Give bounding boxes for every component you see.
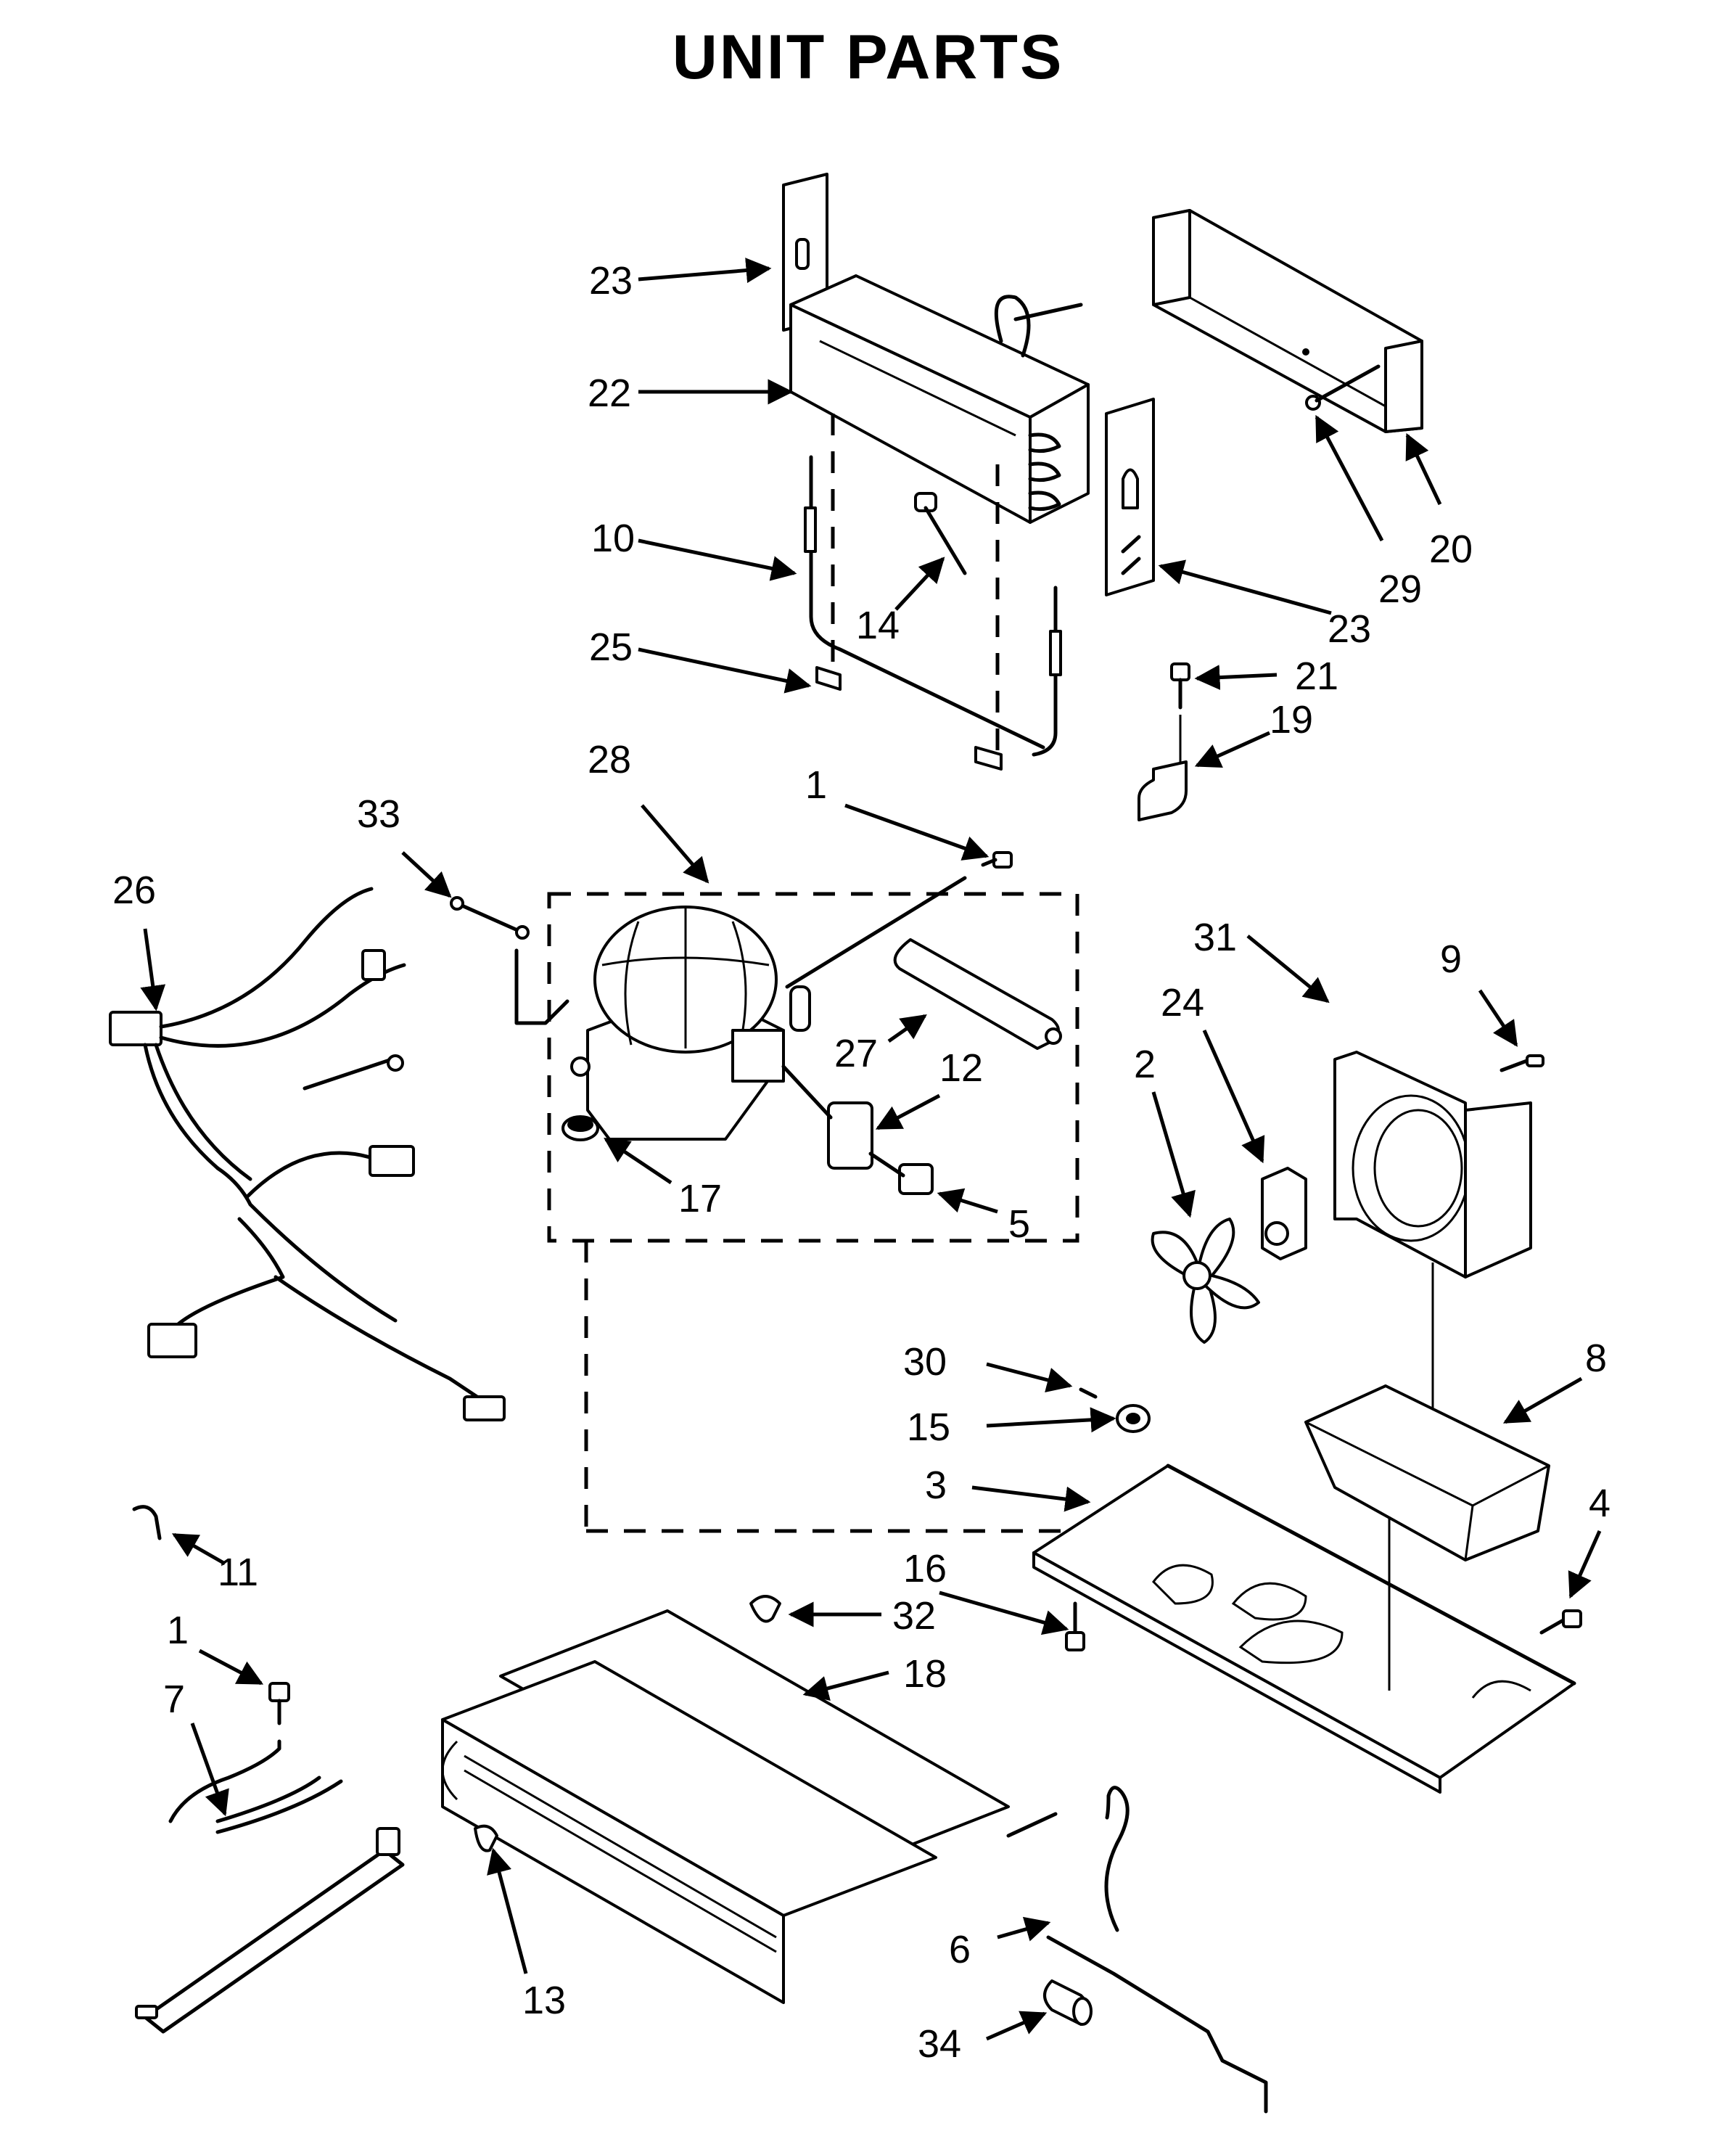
screw-part-29 [1305, 364, 1381, 411]
callout-18: 18 [903, 1652, 947, 1696]
callout-32: 32 [892, 1594, 936, 1638]
callout-8: 8 [1585, 1337, 1607, 1380]
callout-9: 9 [1440, 937, 1462, 981]
wire-harness-part [109, 887, 506, 1421]
callout-6: 6 [949, 1928, 971, 1971]
wire-harness-part-7 [135, 1739, 405, 2034]
callout-3: 3 [925, 1464, 947, 1507]
callout-28: 28 [588, 738, 631, 781]
callout-4: 4 [1589, 1482, 1610, 1525]
bracket-part-19 [1138, 760, 1188, 821]
condenser-part [441, 1609, 1010, 2004]
drier-part-34 [1043, 1979, 1093, 2026]
callout-34: 34 [918, 2022, 961, 2066]
callout-33: 33 [357, 792, 400, 836]
callout-11: 11 [218, 1551, 258, 1594]
callout-16: 16 [903, 1547, 947, 1590]
ground-strap-part [450, 896, 569, 1025]
screw-part-21 [1170, 662, 1190, 710]
callout-22: 22 [588, 371, 631, 415]
evaporator-part [782, 173, 1090, 524]
fan-blade-part [1151, 1218, 1260, 1344]
overload-part [868, 1152, 934, 1195]
base-plate-part [1032, 1464, 1576, 1794]
drier-part [893, 938, 1062, 1050]
callout-26: 26 [112, 869, 156, 912]
callout-30: 30 [903, 1340, 947, 1384]
callout-29: 29 [1378, 567, 1422, 611]
compressor-grommet-part [561, 1115, 599, 1141]
screw-part-16 [1065, 1601, 1085, 1651]
screw-part-4 [1539, 1609, 1582, 1635]
clip-part-32 [749, 1595, 781, 1623]
screw-part-1a [981, 851, 1013, 869]
callout-15: 15 [907, 1405, 950, 1449]
mounting-tray-part [1304, 1384, 1550, 1561]
screw-part-9 [1500, 1054, 1544, 1072]
callout-25: 25 [589, 625, 633, 669]
evaporator-cover-part [1152, 209, 1423, 433]
callout-2: 2 [1134, 1043, 1156, 1086]
callout-7: 7 [163, 1678, 185, 1721]
tube-line [785, 876, 967, 989]
defrost-thermostat-part [914, 492, 967, 575]
callout-24: 24 [1161, 981, 1204, 1025]
callout-19: 19 [1270, 698, 1313, 742]
wire-part-11 [132, 1505, 162, 1540]
plug-part [1079, 1387, 1098, 1399]
fan-shroud-part [1333, 1051, 1532, 1278]
callout-5: 5 [1008, 1202, 1030, 1246]
damper-part [1116, 1404, 1151, 1433]
callout-31: 31 [1193, 916, 1237, 959]
callout-23: 23 [589, 259, 633, 303]
start-relay-part [781, 1064, 873, 1170]
callout-labels: 23 22 10 14 25 23 29 20 21 19 28 1 33 26… [112, 259, 1610, 2066]
callout-1: 1 [167, 1609, 189, 1652]
callout-1: 1 [805, 763, 827, 807]
compressor-assembly-boundary [547, 892, 1079, 1243]
callout-14: 14 [856, 604, 900, 647]
callout-17: 17 [678, 1177, 722, 1220]
callout-21: 21 [1295, 654, 1338, 698]
callout-13: 13 [522, 1979, 566, 2022]
evaporator-bracket-part [1105, 398, 1155, 596]
diagram-title: UNIT PARTS [672, 22, 1064, 92]
tube-part-6 [1046, 1786, 1268, 2114]
callout-27: 27 [834, 1032, 878, 1075]
screw-part-1b [268, 1682, 290, 1725]
callout-10: 10 [591, 517, 635, 560]
clip-part-13 [474, 1824, 498, 1852]
tube-line [1006, 1812, 1058, 1838]
callout-12: 12 [939, 1046, 983, 1090]
callout-20: 20 [1429, 527, 1473, 571]
compressor-part [570, 906, 811, 1141]
callout-23: 23 [1328, 607, 1371, 651]
leader-arrows [140, 258, 1602, 2041]
defrost-heater-part [804, 455, 1062, 771]
fan-motor-part [1261, 1167, 1307, 1260]
